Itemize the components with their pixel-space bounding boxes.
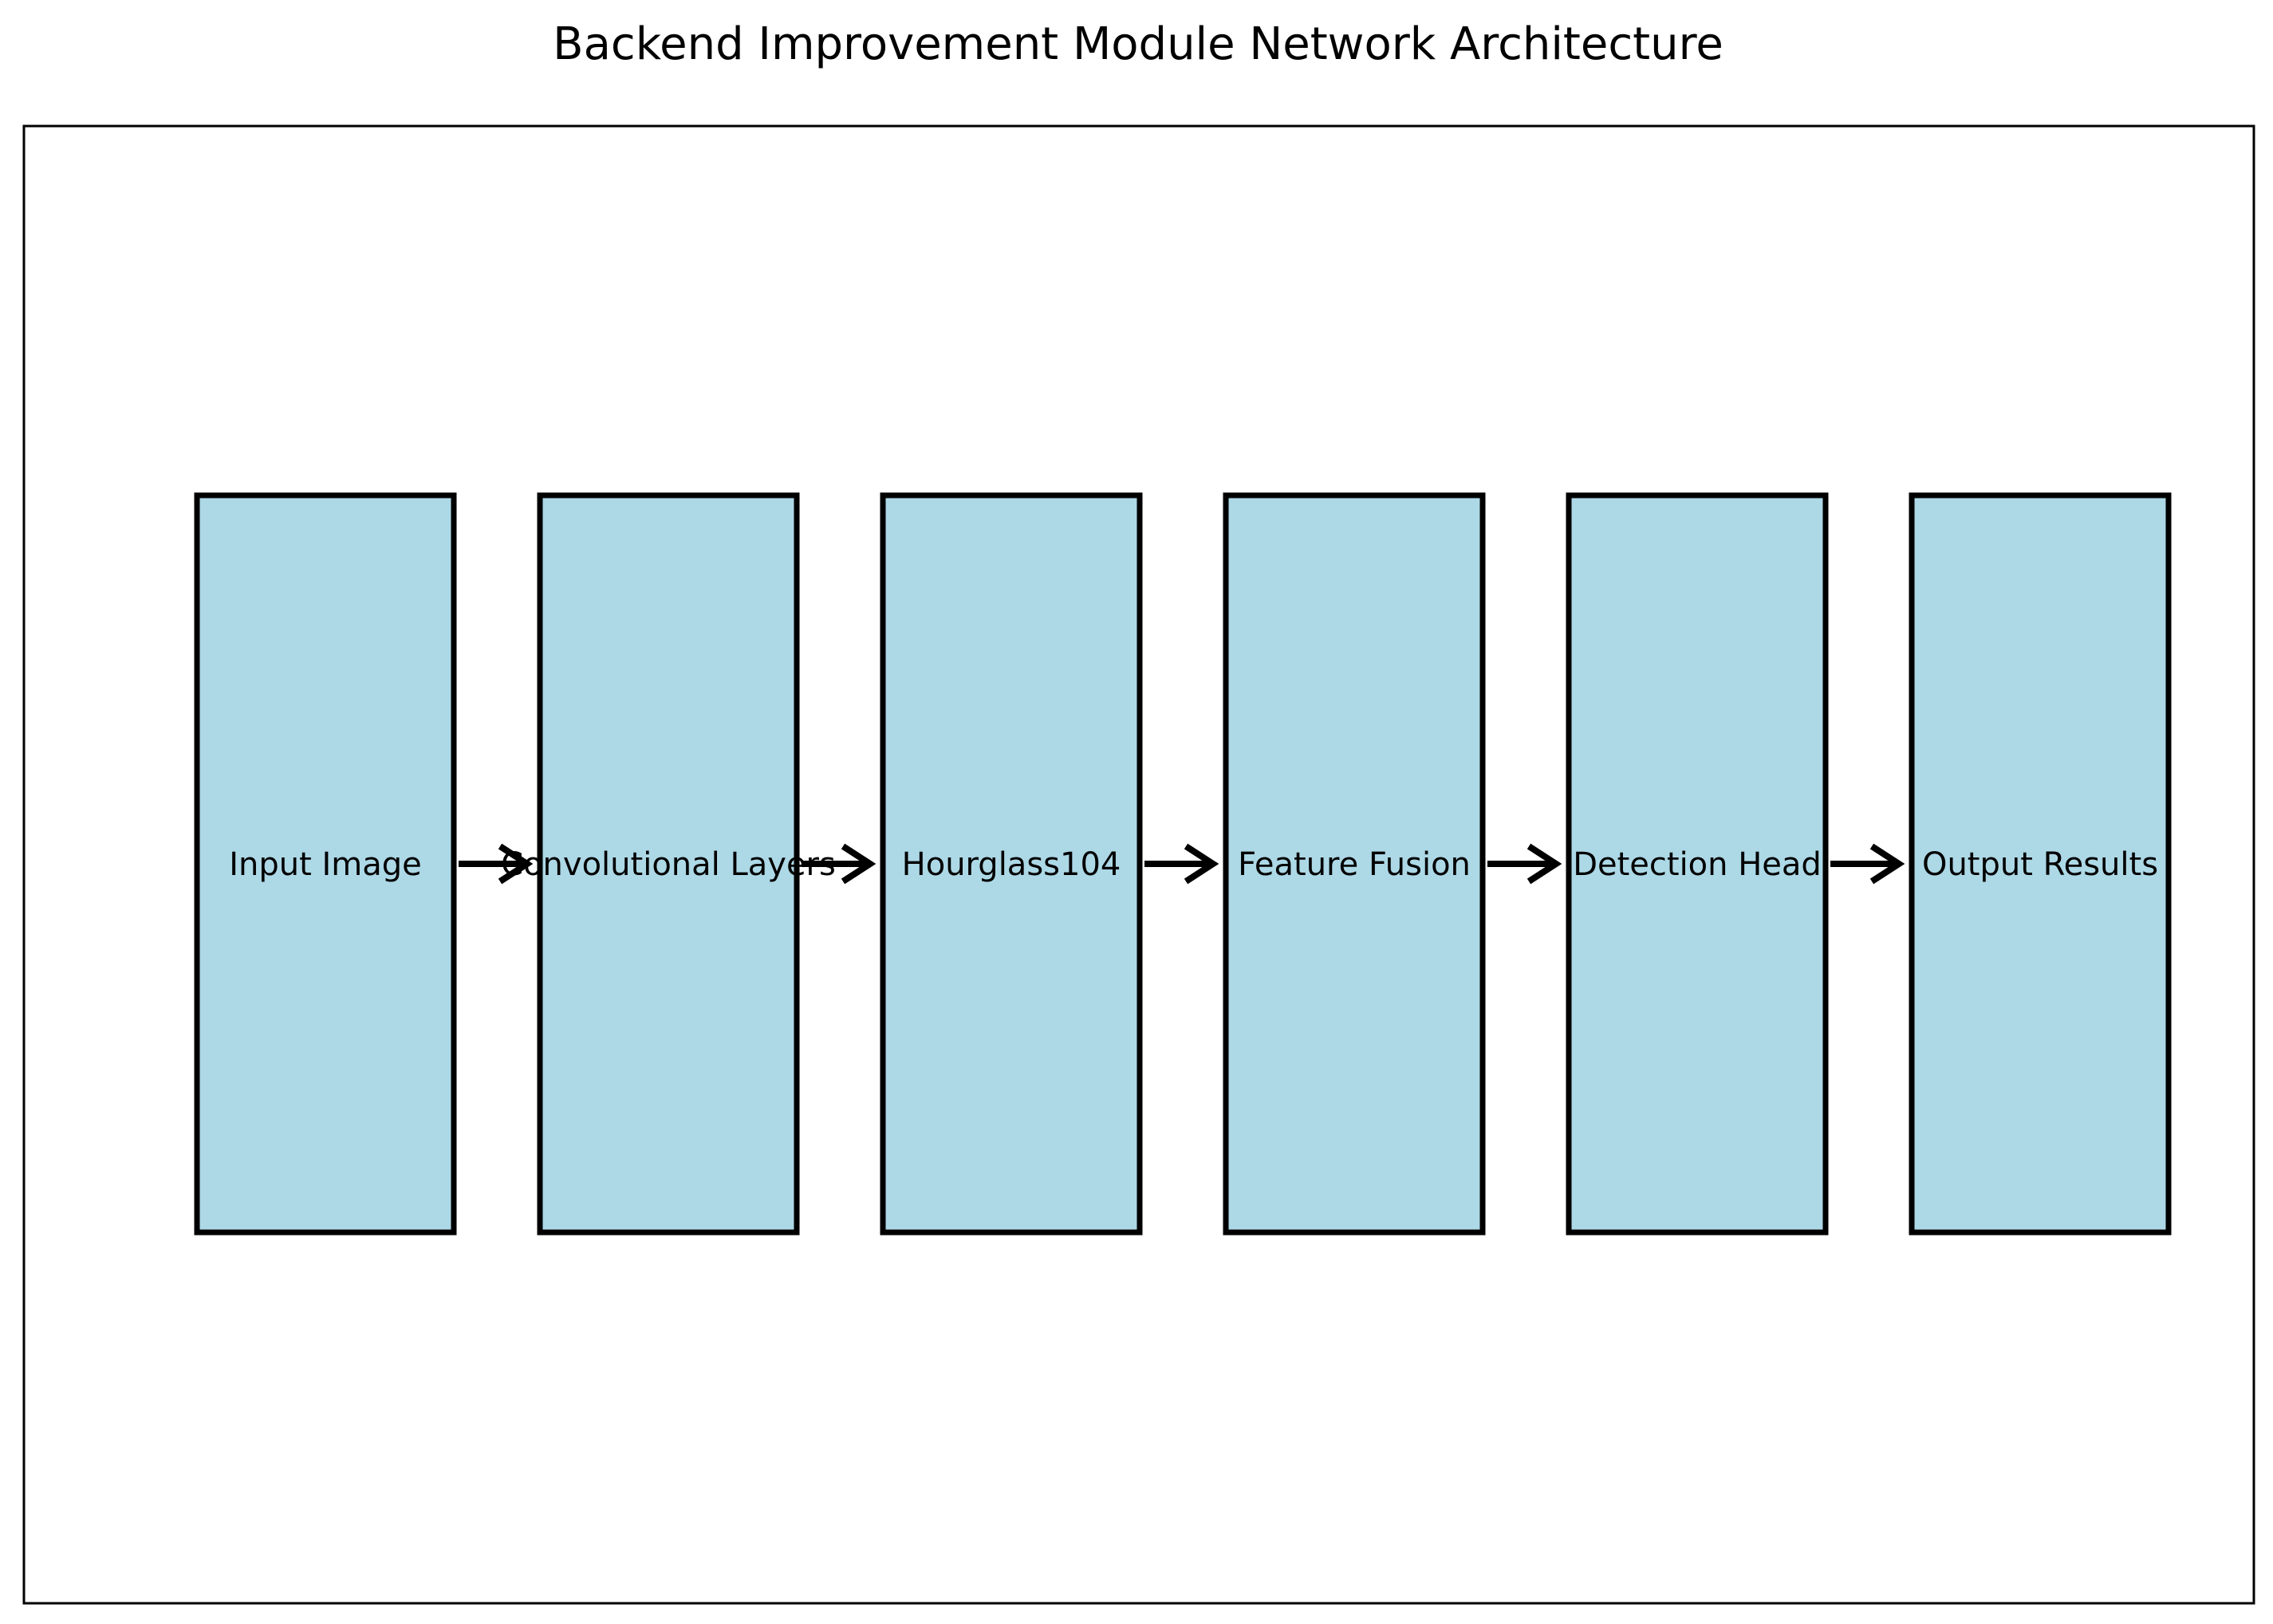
arrow-conv-to-hourglass	[802, 843, 877, 885]
node-label-input: Input Image	[229, 846, 422, 883]
node-box-input	[194, 492, 457, 1236]
labels-layer: Input Image Convolutional Layers Hourglass…	[229, 846, 2158, 883]
node-label-output: Output Results	[1922, 846, 2158, 883]
arrow-input-to-conv	[459, 843, 534, 885]
arrows-layer	[459, 843, 1905, 885]
node-label-fusion: Feature Fusion	[1238, 846, 1471, 883]
node-label-conv: Convolutional Layers	[501, 846, 836, 883]
node-box-fusion	[1223, 492, 1486, 1236]
node-box-output	[1909, 492, 2172, 1236]
arrow-head-to-output	[1830, 843, 1905, 885]
arrow-hourglass-to-fusion	[1144, 843, 1219, 885]
node-label-hourglass: Hourglass104	[902, 846, 1121, 883]
diagram-title: Backend Improvement Module Network Archi…	[553, 18, 1723, 70]
node-box-hourglass	[880, 492, 1143, 1236]
plot-frame	[22, 124, 2255, 1605]
node-box-head	[1566, 492, 1829, 1236]
node-box-conv	[537, 492, 800, 1236]
node-label-head: Detection Head	[1573, 846, 1822, 883]
arrow-fusion-to-head	[1487, 843, 1562, 885]
boxes-layer	[194, 492, 2172, 1236]
